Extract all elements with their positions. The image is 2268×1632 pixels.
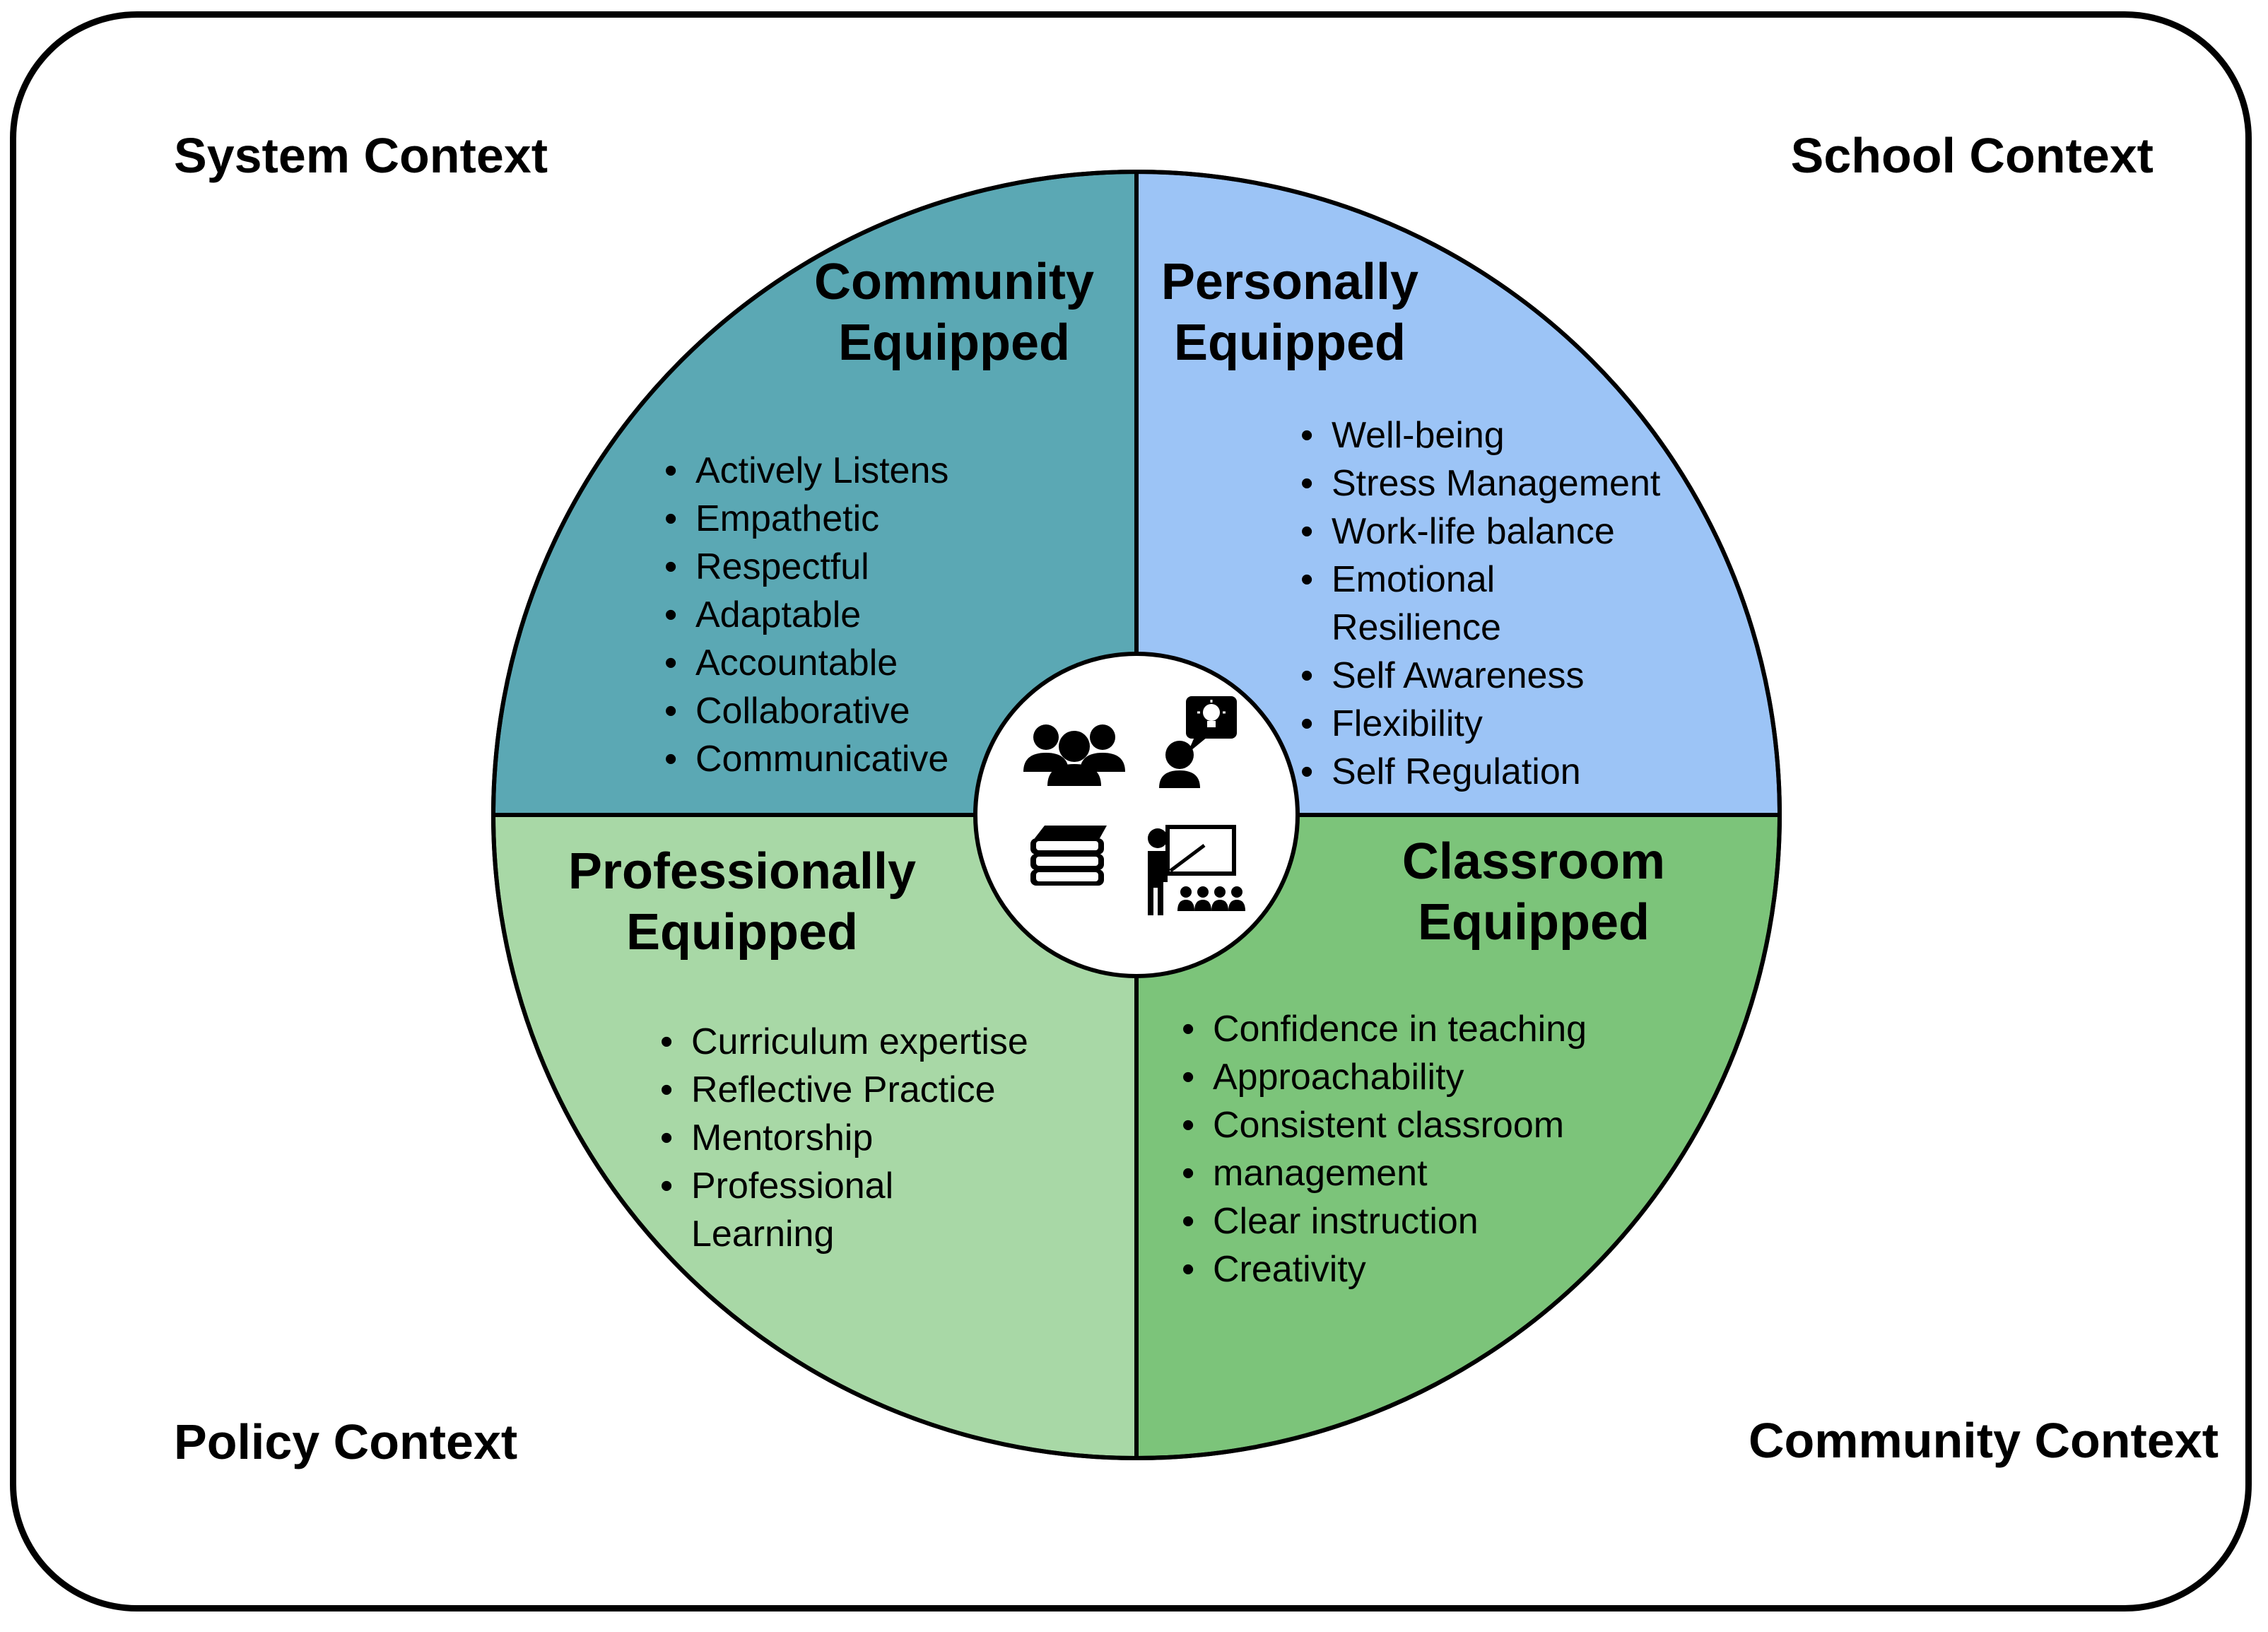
list-item: Collaborative [664,687,989,735]
professional-title-line1: Professionally [568,843,917,900]
list-item: Emotional Resilience [1300,556,1572,652]
school-context-label: School Context [1790,128,2154,183]
list-item: Respectful [664,543,989,591]
idea-speaker-icon [1159,696,1237,788]
wheel-outline [491,170,1782,1460]
policy-context-label: Policy Context [174,1414,518,1469]
list-item: Communicative [664,735,989,783]
community-context-label: Community Context [1749,1413,2219,1468]
list-item: Actively Listens [664,447,989,495]
list-item: Consistent classroom [1182,1101,1634,1149]
list-item: Creativity [1182,1245,1634,1293]
center-hub [973,652,1300,978]
system-context-label: System Context [174,128,548,183]
classroom-equipped-list: Confidence in teaching Approachability C… [1182,1005,1634,1293]
list-item: Confidence in teaching [1182,1005,1634,1053]
list-item: Mentorship [660,1114,1056,1162]
personal-title-line1: Personally [1161,254,1419,310]
list-item: Self Regulation [1300,748,1696,796]
professionally-equipped-title: Professionally Equipped [558,841,926,963]
list-item: Reflective Practice [660,1066,1056,1114]
classroom-title-line2: Equipped [1418,894,1650,951]
list-item: Approachability [1182,1053,1634,1101]
community-title-line1: Community [814,254,1094,310]
list-item: Clear instruction [1182,1197,1634,1245]
list-item: Work-life balance [1300,507,1696,556]
list-item: Accountable [664,639,989,687]
list-item: Curriculum expertise [660,1018,1056,1066]
classroom-title-line1: Classroom [1402,833,1666,890]
list-item: Adaptable [664,591,989,639]
personally-equipped-list: Well-being Stress Management Work-life b… [1300,411,1696,796]
list-item: Professional Learning [660,1162,946,1258]
classroom-equipped-title: Classroom Equipped [1385,831,1682,953]
personally-equipped-title: Personally Equipped [1152,252,1428,373]
professional-title-line2: Equipped [626,904,858,961]
list-item: Self Awareness [1300,652,1696,700]
list-item: Empathetic [664,495,989,543]
outer-frame [10,11,2252,1612]
professionally-equipped-list: Curriculum expertise Reflective Practice… [660,1018,1056,1258]
list-item: management [1182,1149,1634,1197]
list-item: Well-being [1300,411,1696,459]
community-equipped-list: Actively Listens Empathetic Respectful A… [664,447,989,783]
list-item: Stress Management [1300,459,1696,507]
list-item: Flexibility [1300,700,1696,748]
people-group-icon [1023,724,1125,786]
teacher-classroom-icon [1148,825,1245,915]
books-icon [1030,826,1107,886]
community-title-line2: Equipped [838,315,1070,371]
personal-title-line2: Equipped [1174,315,1406,371]
community-equipped-title: Community Equipped [813,252,1095,373]
